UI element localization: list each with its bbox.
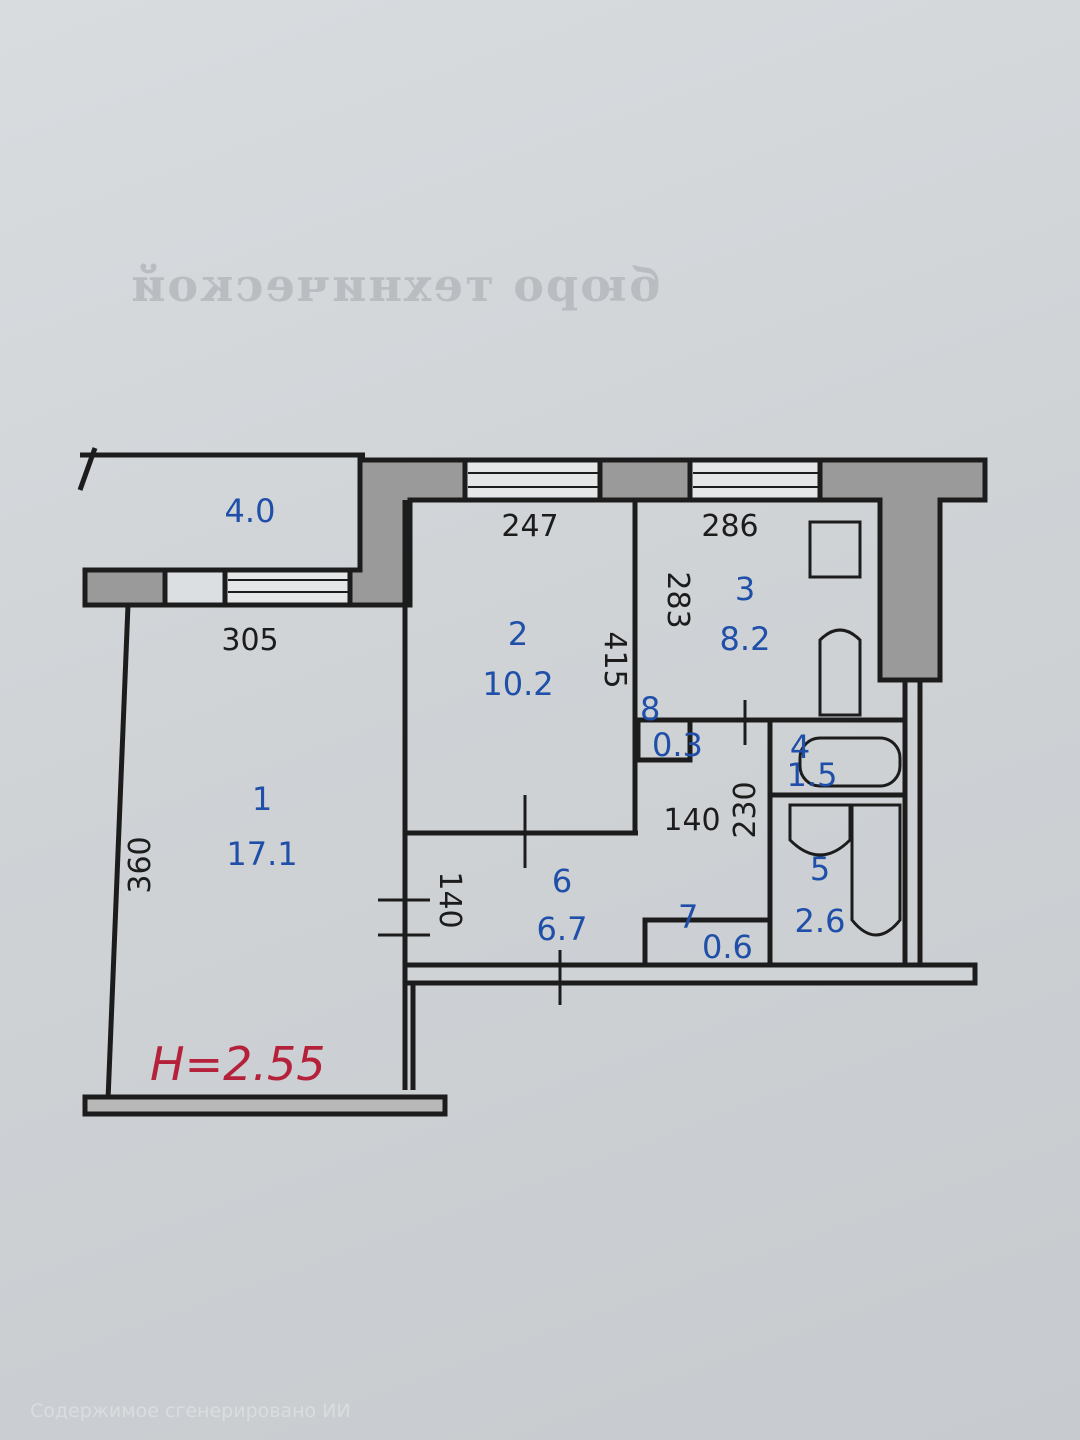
room-6-number: 6: [552, 862, 572, 900]
room-8-box: [635, 717, 693, 763]
stove-icon: [808, 520, 862, 579]
dim-286: 286: [701, 509, 758, 544]
dim-247: 247: [501, 509, 558, 544]
room-5-area: 2.6: [795, 902, 846, 940]
room-7-box: [642, 917, 773, 968]
room-3-area: 8.2: [720, 620, 771, 658]
dim-230: 230: [728, 781, 763, 838]
dim-305: 305: [221, 623, 278, 658]
room-2-area: 10.2: [482, 665, 553, 703]
dim-140: 140: [663, 803, 720, 838]
sink-icon: [818, 628, 862, 717]
room-2-number: 2: [508, 615, 528, 653]
room-4-area: 1.5: [787, 756, 838, 794]
wall-pier: [817, 457, 988, 683]
washbasin-icon: [798, 736, 902, 788]
ceiling-height: H=2.55: [150, 1037, 326, 1091]
bottom-wall: [82, 1094, 448, 1117]
room-8-number: 8: [640, 690, 660, 728]
window: [687, 457, 823, 503]
window: [222, 567, 353, 608]
dim-360: 360: [123, 836, 158, 893]
room-1-number: 1: [252, 780, 272, 818]
room-1-area: 17.1: [226, 835, 297, 873]
room-7-area: 0.6: [702, 928, 753, 966]
walls: [77, 447, 988, 1117]
wall-pier: [82, 567, 168, 608]
room-6-area: 6.7: [537, 910, 588, 948]
room-5-number: 5: [810, 850, 830, 888]
balcony-area: 4.0: [225, 492, 276, 530]
wall-pier: [597, 457, 693, 503]
room-7-number: 7: [678, 898, 698, 936]
dim-140-hall: 140: [432, 871, 467, 928]
room-8-area: 0.3: [652, 726, 703, 764]
dim-415: 415: [597, 631, 632, 688]
room-labels: 1 17.1 2 10.2 3 8.2 4 1.5 5 2.6 6 6.7 7 …: [226, 570, 845, 966]
ai-watermark: Содержимое сгенерировано ИИ: [30, 1400, 351, 1422]
toilet-icon: [788, 803, 852, 857]
room-3-number: 3: [735, 570, 755, 608]
bathtub-icon: [850, 803, 902, 937]
room-4-number: 4: [790, 728, 810, 766]
dim-283: 283: [660, 571, 695, 628]
window: [462, 457, 603, 503]
